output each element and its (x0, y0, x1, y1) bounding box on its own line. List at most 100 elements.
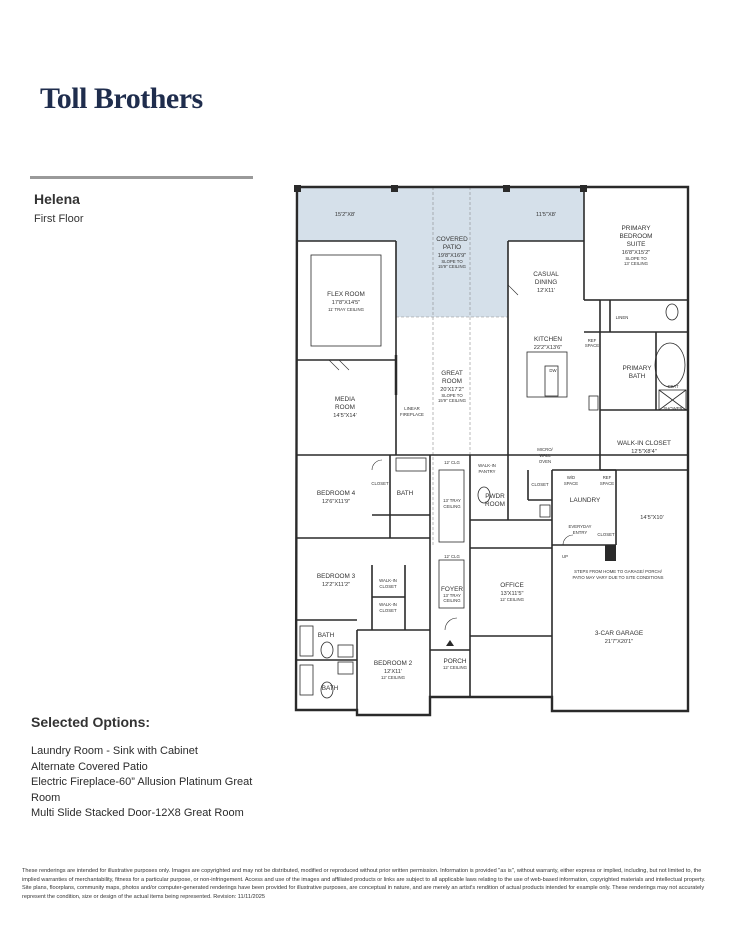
door-swings (328, 284, 574, 631)
bedroom-3-bath-label: BATH (318, 632, 335, 639)
svg-text:13' CEILING: 13' CEILING (624, 261, 649, 266)
svg-text:PATIO MAY VARY DUE TO SITE CON: PATIO MAY VARY DUE TO SITE CONDITIONS (573, 575, 664, 580)
casual-dining-label: CASUAL DINING 12'X11' (533, 271, 559, 294)
porch-label: PORCH 12' CEILING (443, 658, 468, 670)
svg-text:17'8"X14'5": 17'8"X14'5" (332, 300, 361, 306)
media-room-label: MEDIA ROOM 14'5"X14' (333, 396, 356, 419)
up-stairs-label: UP (562, 554, 568, 559)
floor-plan: 15'2"X8' 11'5"X8' COVERED PATIO 19'8"X16… (294, 185, 690, 717)
hall-ceiling-label: 12' CLG (444, 460, 460, 465)
bedroom-4-bath-label: BATH (397, 490, 414, 497)
option-item: Laundry Room - Sink with Cabinet (31, 745, 198, 757)
hall-closet-label: CLOSET (531, 482, 549, 487)
entry-closet-label: CLOSET (597, 532, 615, 537)
svg-text:OVEN: OVEN (539, 459, 551, 464)
bedroom-3-label: BEDROOM 3 12'2"X11'2" (317, 573, 356, 588)
svg-text:SUITE: SUITE (627, 241, 646, 248)
everyday-entry-label: EVERYDAY ENTRY (568, 524, 591, 535)
svg-text:FOYER: FOYER (441, 586, 463, 593)
svg-text:3-CAR GARAGE: 3-CAR GARAGE (595, 630, 643, 637)
svg-text:CEILING: CEILING (443, 598, 461, 603)
svg-text:PRIMARY: PRIMARY (622, 365, 652, 372)
option-item: Alternate Covered Patio (31, 760, 148, 773)
svg-text:22'2"X13'6": 22'2"X13'6" (534, 345, 563, 351)
dishwasher-label: DW (549, 368, 557, 373)
svg-text:12'X11': 12'X11' (537, 288, 555, 294)
svg-text:15'9" CEILING: 15'9" CEILING (438, 264, 467, 269)
svg-text:15'9" CEILING: 15'9" CEILING (438, 398, 467, 403)
ref-space-label: REF SPACE (585, 338, 599, 348)
patio-fills (297, 187, 584, 317)
svg-text:CEILING: CEILING (443, 504, 461, 509)
svg-text:13' TRAY: 13' TRAY (443, 593, 461, 598)
svg-text:SPACE: SPACE (585, 343, 599, 348)
svg-text:LINEAR: LINEAR (404, 406, 420, 411)
svg-text:WALK-IN CLOSET: WALK-IN CLOSET (617, 440, 671, 447)
svg-text:12'2"X11'2": 12'2"X11'2" (322, 582, 350, 588)
svg-text:BEDROOM 4: BEDROOM 4 (317, 490, 356, 497)
svg-text:PRIMARY: PRIMARY (621, 225, 651, 232)
seat-label: SEAT (668, 384, 679, 389)
svg-text:16'8"X15'2": 16'8"X15'2" (622, 250, 651, 256)
linen-label: LINEN (616, 315, 629, 320)
selected-options-title: Selected Options: (31, 714, 151, 730)
patio-left-dim: 15'2"X8' (335, 212, 355, 218)
svg-text:BEDROOM 2: BEDROOM 2 (374, 660, 413, 667)
svg-text:OFFICE: OFFICE (500, 582, 523, 589)
selected-options-list: Laundry Room - Sink with Cabinet Alterna… (31, 744, 266, 822)
walkin-pantry-label: WALK-IN PANTRY (478, 463, 496, 474)
svg-text:19'8"X16'9": 19'8"X16'9" (438, 253, 467, 259)
tray-ceiling-label: 13' TRAY CEILING (443, 498, 461, 509)
svg-text:WALK-IN: WALK-IN (478, 463, 496, 468)
powder-room-label: PWDR ROOM (485, 493, 505, 508)
office-label: OFFICE 13'X11'5" 12' CEILING (500, 582, 525, 602)
svg-text:COVERED: COVERED (436, 236, 468, 243)
foyer-label: FOYER 13' TRAY CEILING (441, 586, 463, 603)
linear-fireplace-label: LINEAR FIREPLACE (400, 406, 424, 417)
svg-text:WALK-IN: WALK-IN (379, 602, 397, 607)
svg-text:WALK-IN: WALK-IN (379, 578, 397, 583)
svg-text:13'X11'5": 13'X11'5" (501, 591, 524, 597)
svg-text:PANTRY: PANTRY (478, 469, 495, 474)
svg-text:SLOPE TO: SLOPE TO (441, 393, 463, 398)
floor-name: First Floor (34, 213, 84, 225)
kitchen-label: KITCHEN 22'2"X13'6" (534, 336, 563, 351)
svg-text:ROOM: ROOM (335, 404, 355, 411)
svg-text:12'X11': 12'X11' (384, 669, 402, 675)
svg-text:12' CEILING: 12' CEILING (381, 675, 406, 680)
svg-text:W/D: W/D (567, 475, 575, 480)
svg-text:WALL: WALL (539, 453, 551, 458)
covered-patio-label: COVERED PATIO 19'8"X16'9" SLOPE TO 15'9"… (436, 236, 468, 269)
svg-text:MICRO/: MICRO/ (537, 447, 553, 452)
svg-text:14'5"X14': 14'5"X14' (333, 413, 356, 419)
svg-text:SLOPE TO: SLOPE TO (441, 259, 463, 264)
garage-bay-dim: 14'5"X10' (640, 515, 663, 521)
svg-text:21'7"X20'1": 21'7"X20'1" (605, 639, 634, 645)
plan-name: Helena (34, 191, 80, 207)
svg-text:11' TRAY CEILING: 11' TRAY CEILING (328, 307, 365, 312)
svg-text:12' CEILING: 12' CEILING (443, 665, 468, 670)
bedroom-2-bath-label: BATH (322, 685, 339, 692)
primary-bath-label: PRIMARY BATH (622, 365, 652, 380)
patio-right-dim: 11'5"X8' (536, 212, 556, 218)
svg-text:20'X17'2": 20'X17'2" (440, 387, 463, 393)
svg-text:12' CEILING: 12' CEILING (500, 597, 525, 602)
fixtures (299, 254, 687, 699)
svg-text:STEPS FROM HOME TO GARAGE/ POR: STEPS FROM HOME TO GARAGE/ PORCH/ (574, 569, 663, 574)
svg-text:GREAT: GREAT (441, 370, 463, 377)
bedroom-2-label: BEDROOM 2 12'X11' 12' CEILING (374, 660, 413, 680)
svg-text:PORCH: PORCH (443, 658, 466, 665)
svg-text:13' TRAY: 13' TRAY (443, 498, 461, 503)
svg-text:DINING: DINING (535, 279, 557, 286)
svg-text:ENTRY: ENTRY (573, 530, 588, 535)
svg-text:12'5"X8'4": 12'5"X8'4" (631, 449, 656, 455)
svg-text:BEDROOM 3: BEDROOM 3 (317, 573, 356, 580)
toll-brothers-logo: Toll Brothers (40, 82, 203, 115)
bedroom-4-label: BEDROOM 4 12'6"X11'9" (317, 490, 356, 505)
walkin-closet-label: WALK-IN CLOSET 12'5"X8'4" (617, 440, 671, 455)
svg-text:KITCHEN: KITCHEN (534, 336, 562, 343)
shower-label: SHOWER (663, 406, 682, 411)
micro-wall-oven-label: MICRO/ WALL OVEN (537, 447, 553, 464)
garage-steps-note: STEPS FROM HOME TO GARAGE/ PORCH/ PATIO … (573, 569, 664, 580)
svg-text:FIREPLACE: FIREPLACE (400, 412, 424, 417)
